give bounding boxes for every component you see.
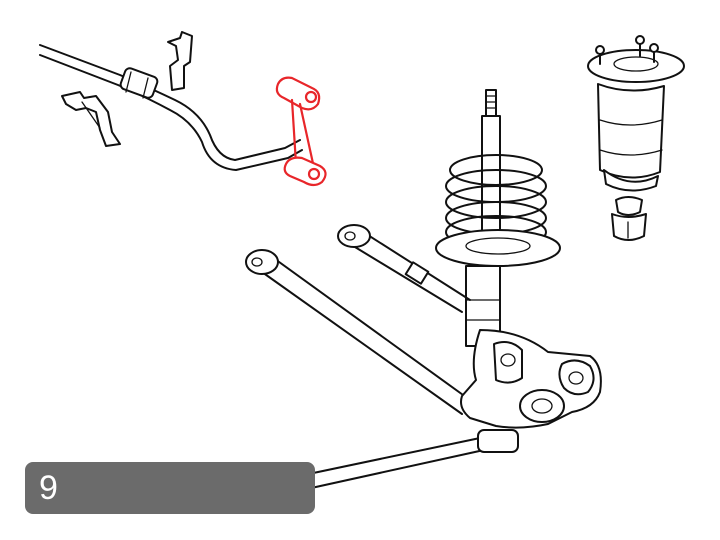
stabilizer-bracket-upper <box>167 31 193 91</box>
upper-lateral-arm <box>337 224 471 313</box>
bump-stop <box>611 196 647 241</box>
step-badge: 9 <box>25 462 315 514</box>
steering-knuckle <box>460 329 602 429</box>
step-number: 9 <box>39 469 58 507</box>
dust-boot <box>597 83 665 192</box>
strut-upper-mount <box>587 35 685 83</box>
stabilizer-bracket-lower <box>61 91 121 147</box>
lower-lateral-arm <box>245 249 471 415</box>
stabilizer-bar <box>39 44 303 171</box>
coil-spring <box>435 154 561 267</box>
stabilizer-link-highlighted <box>275 76 327 187</box>
